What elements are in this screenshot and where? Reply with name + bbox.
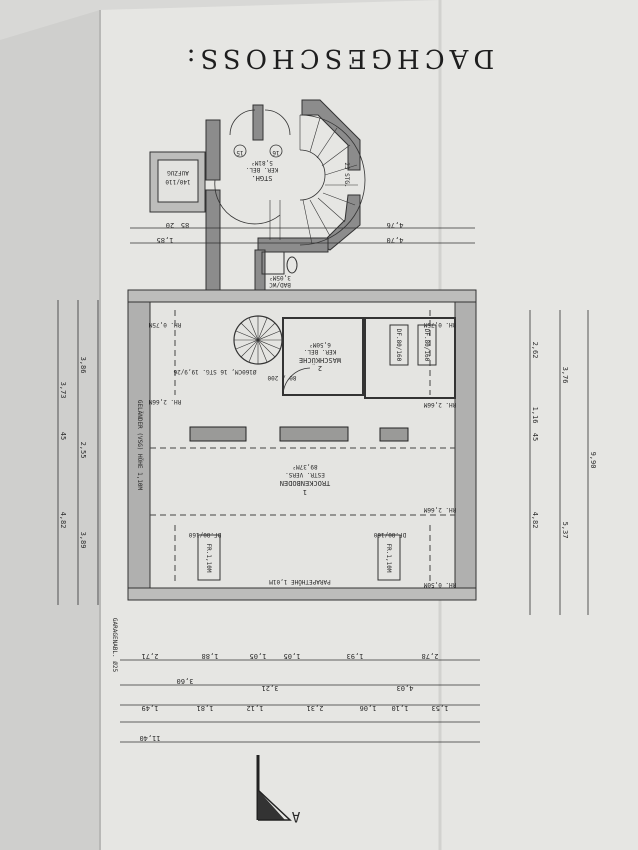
dim-bottom: 1,81: [197, 704, 214, 712]
frame-height: FR.1,10M: [385, 544, 392, 573]
dim-top: 4,76: [387, 221, 404, 229]
stairwell-finish: KER. BEL.: [246, 166, 279, 173]
roof-eave-bottom: [127, 587, 477, 601]
dim-right: 45: [531, 433, 539, 441]
attic-number: 1: [303, 488, 307, 496]
dim-top: 1,85: [157, 236, 174, 244]
dim-right: 1,16: [531, 407, 539, 424]
chimney-block: [189, 426, 409, 442]
right-dimensions: 3,76 5,37 4,82 2,62 1,16 45 9,90: [529, 310, 597, 615]
stairwell-name: STGH.: [251, 174, 272, 182]
attic-floor: 2 WASCHKÜCHE KER. BEL. 6,50M² 80 / 200 Ø…: [127, 289, 477, 601]
dim-right: 5,37: [561, 522, 569, 539]
dim-total-width: 11,40: [139, 734, 160, 742]
section-marker: A: [256, 755, 300, 824]
garage-drain-note: GARAGENABL. Ø25: [111, 618, 118, 673]
room-height: RH. 0,75M: [423, 321, 456, 328]
dim-left: 45: [59, 432, 67, 440]
attic-area: 89,37M²: [292, 463, 317, 470]
skylight-label: DF.80/160: [188, 531, 221, 538]
elevator-label: AUFZUG: [167, 169, 189, 176]
dim-bottom: 1,05: [250, 652, 267, 660]
stair-steps: 23 STG.: [343, 162, 350, 187]
dim-top: 85: [181, 221, 189, 229]
top-dimensions: 4,76 4,70 1,85 85 20: [130, 221, 475, 244]
stair-tower: 15 16 STGH. KER. BEL. 5,81M² 23 STG.: [205, 99, 366, 311]
wc-name: BAD/WC: [269, 281, 291, 288]
dim-bottom: 1,53: [432, 704, 449, 712]
skylight-label: DF.80/160: [423, 329, 430, 362]
dim-bottom: 3,21: [262, 684, 279, 692]
plan-title: DACHGESCHOSS:: [182, 43, 495, 73]
dim-total-depth: 9,90: [589, 452, 597, 469]
room-height: RH. 2,66M: [423, 506, 456, 513]
railing-note: GELÄNDER (VSG) HÖHE 1,10M: [136, 400, 143, 491]
parapet-note: PARAPETHÖHE 1,01M: [269, 578, 331, 585]
elevator-shaft: AUFZUG 140/110: [149, 151, 206, 213]
dim-top: 20: [166, 221, 174, 229]
room-height: RH. 2,66M: [423, 401, 456, 408]
paper-left-flap: [0, 10, 100, 850]
door-number-15: 15: [236, 149, 244, 156]
dim-bottom: 1,10: [392, 704, 409, 712]
room-height: RH. 0,75M: [148, 321, 181, 328]
dim-top: 4,70: [387, 236, 404, 244]
bottom-dimensions: 2,71 1,88 1,05 1,05 1,93 2,78 3,60 3,21 …: [120, 652, 480, 743]
dim-bottom: 2,31: [307, 704, 324, 712]
skylight-label: DF.80/160: [373, 531, 406, 538]
dim-bottom: 1,06: [360, 704, 377, 712]
roof-eave-top: [127, 289, 477, 303]
laundry-name: WASCHKÜCHE: [299, 356, 341, 365]
elevator-size: 140/110: [165, 178, 191, 185]
wc-area: 3,05M²: [269, 274, 291, 281]
dim-bottom: 3,60: [177, 677, 194, 685]
spiral-stair: [233, 315, 283, 365]
dim-right: 2,62: [531, 342, 539, 359]
dim-right: 4,82: [531, 512, 539, 529]
laundry-area: 6,50M²: [309, 341, 331, 348]
skylight-label: DF.80/160: [395, 329, 402, 362]
room-height: RH. 0,50M: [423, 581, 456, 588]
laundry-finish: KER. BEL.: [304, 348, 337, 355]
left-dimensions: 3,86 3,73 2,55 3,89 4,82 45: [57, 300, 99, 605]
dim-left: 2,55: [79, 442, 87, 459]
attic-name: TROCKENBODEN: [280, 479, 331, 487]
dim-left: 3,89: [79, 532, 87, 549]
dim-bottom: 1,88: [202, 652, 219, 660]
dim-bottom: 1,12: [247, 704, 264, 712]
attic-finish: ESTR. VERS.: [285, 471, 325, 478]
dim-left: 3,73: [59, 382, 67, 399]
bathroom: BAD/WC 3,05M²: [254, 249, 298, 296]
dim-right: 3,76: [561, 367, 569, 384]
spiral-stair-spec: Ø160CM, 16 STG. 19,9/26: [173, 368, 256, 375]
laundry-number: 2: [318, 364, 322, 372]
dim-bottom: 2,71: [142, 652, 159, 660]
dim-bottom: 1,05: [284, 652, 301, 660]
dim-left: 3,86: [79, 357, 87, 374]
dim-bottom: 1,93: [347, 652, 364, 660]
dim-bottom: 1,49: [142, 704, 159, 712]
section-label: A: [291, 808, 300, 824]
door-number-16: 16: [272, 149, 280, 156]
stairwell-area: 5,81M²: [251, 159, 273, 166]
dim-left: 4,82: [59, 512, 67, 529]
dim-bottom: 4,03: [397, 684, 414, 692]
frame-height: FR.1,10M: [205, 544, 212, 573]
door-size: 80 / 200: [267, 374, 296, 381]
dim-bottom: 2,78: [422, 652, 439, 660]
room-height: RH. 2,66M: [148, 398, 181, 405]
